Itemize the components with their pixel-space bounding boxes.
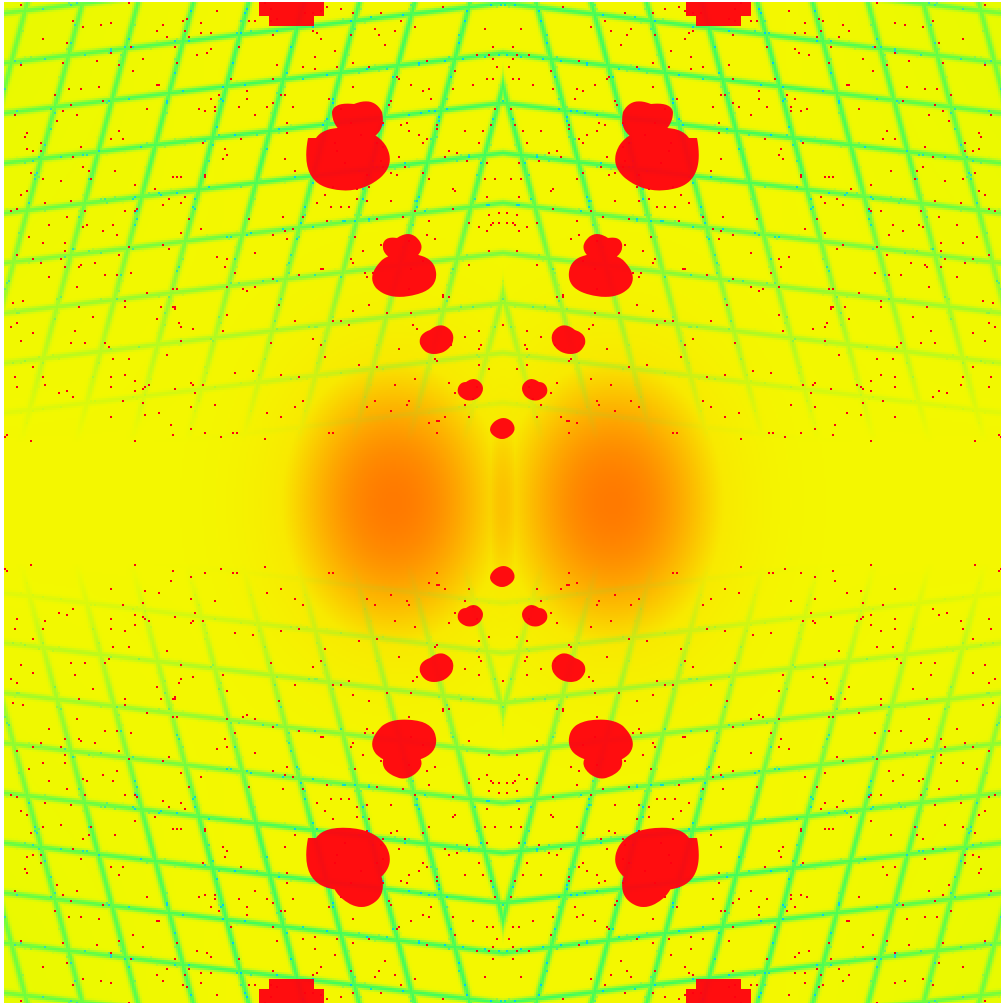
fractal-canvas bbox=[4, 2, 1001, 1003]
